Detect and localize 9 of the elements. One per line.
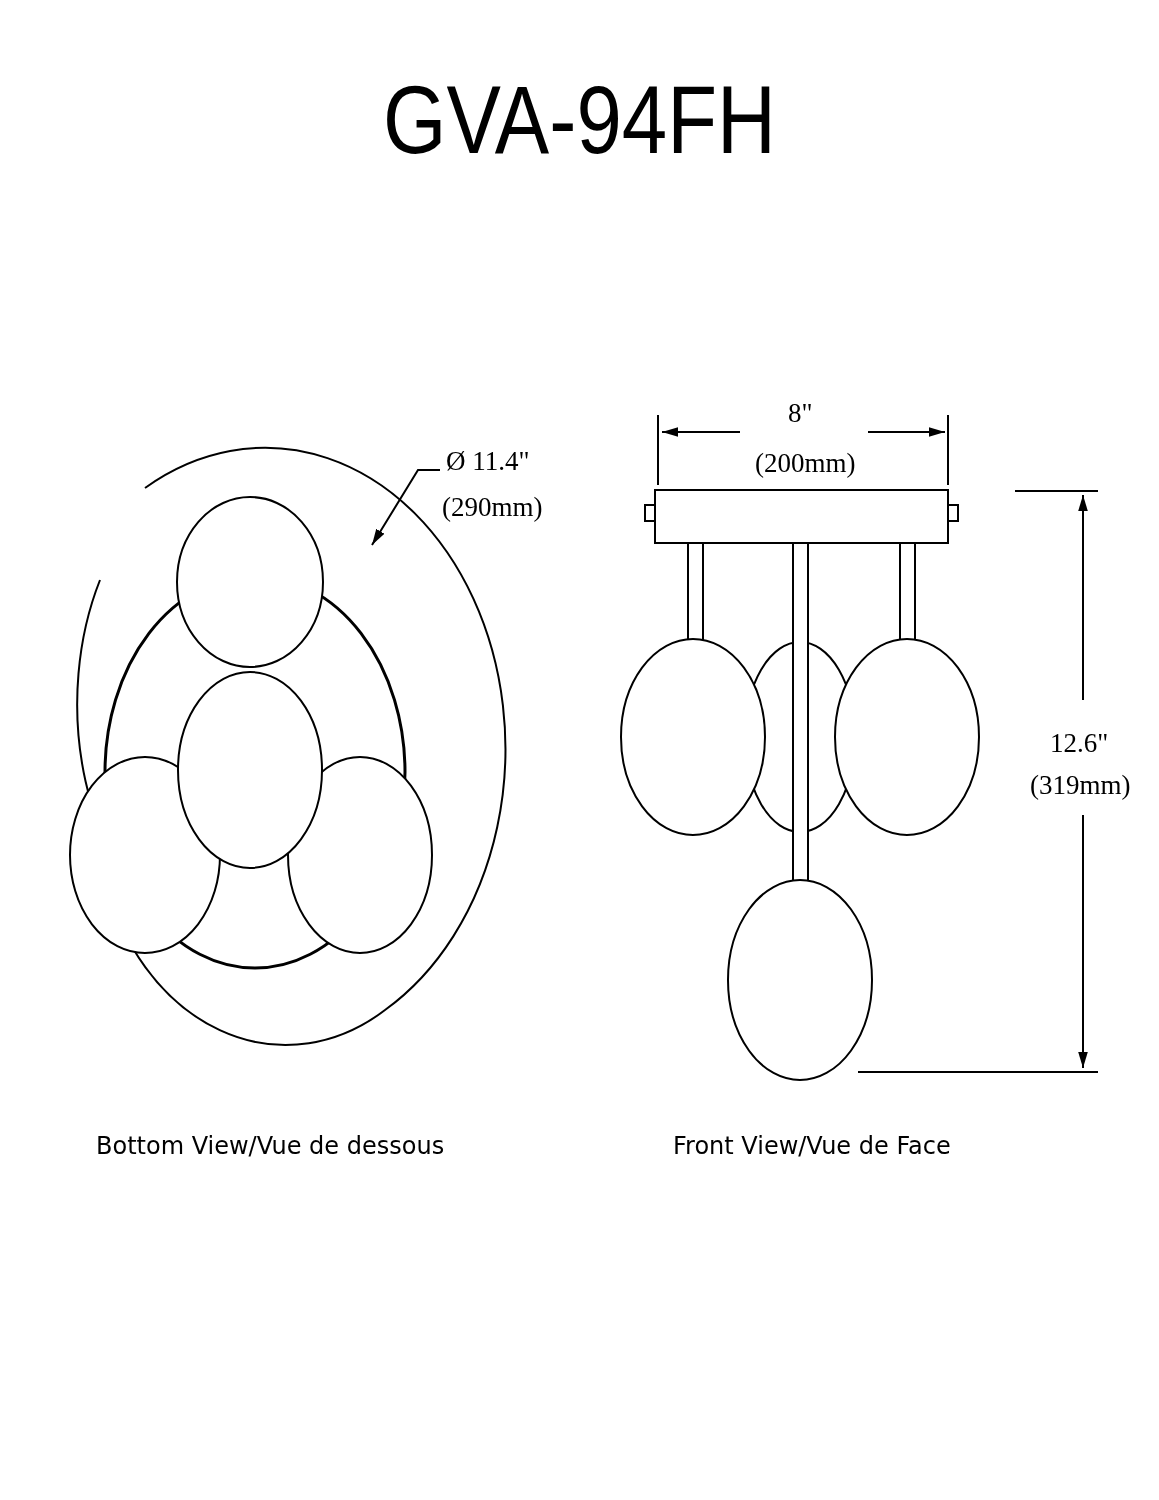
dimension-label: 8"	[788, 398, 813, 429]
dimension-label: Ø 11.4"	[446, 446, 530, 477]
title: GVA-94FH	[382, 65, 777, 175]
view-caption: Bottom View/Vue de dessous	[96, 1132, 445, 1160]
dimension-label: 12.6"	[1050, 728, 1109, 759]
dimension-label: (200mm)	[755, 448, 856, 479]
view-caption: Front View/Vue de Face	[673, 1132, 951, 1160]
dimension-label: (290mm)	[442, 492, 543, 523]
dimension-label: (319mm)	[1030, 770, 1131, 801]
